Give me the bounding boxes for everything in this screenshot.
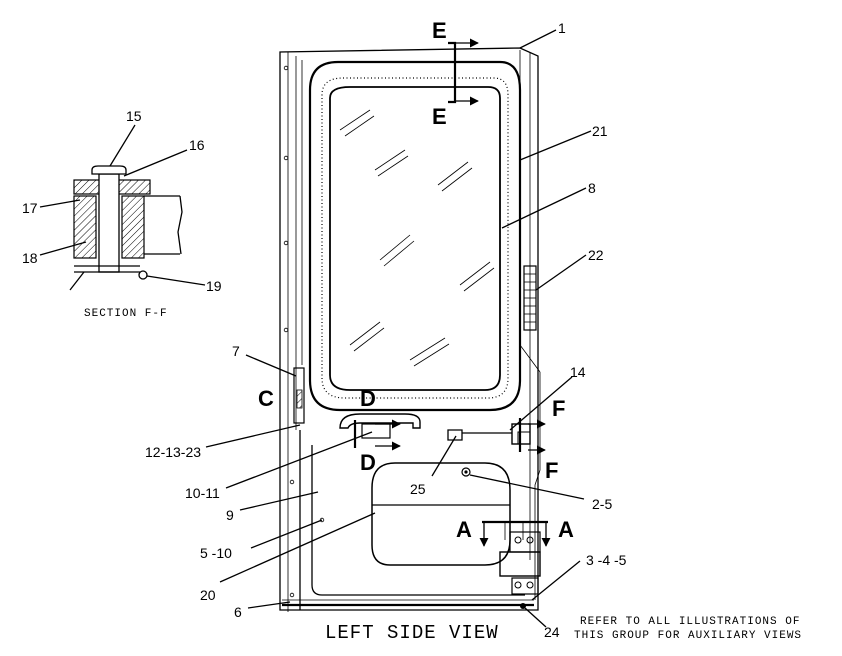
callout-8: 8	[588, 180, 596, 196]
callout-6: 6	[234, 604, 242, 620]
section-label-f-bottom: F	[545, 458, 558, 483]
section-label-a-right: A	[558, 517, 574, 542]
section-label-f-top: F	[552, 396, 565, 421]
callout-7: 7	[232, 343, 240, 359]
section-caption: SECTION F-F	[84, 308, 168, 320]
section-e-marker: E E	[432, 18, 479, 129]
callout-14: 14	[570, 364, 586, 380]
section-f-f-inset	[39, 124, 206, 291]
section-label-a-left: A	[456, 517, 472, 542]
callouts: 1 21 8 22 14 7 12-13-23 10-11 9 25 2-5 5…	[145, 20, 627, 640]
leader-lines	[205, 29, 592, 628]
callout-25: 25	[410, 481, 426, 497]
section-label-d-top: D	[360, 386, 376, 411]
inset-callouts: 15 16 17 18 19 SECTION F-F	[22, 108, 222, 320]
note-line-2: THIS GROUP FOR AUXILIARY VIEWS	[574, 630, 802, 642]
lower-panel	[371, 462, 511, 566]
edge-bolts	[283, 65, 325, 598]
callout-3-4-5: 3 -4 -5	[586, 552, 627, 568]
callout-21: 21	[592, 123, 608, 139]
callout-18: 18	[22, 250, 38, 266]
callout-19: 19	[206, 278, 222, 294]
lock-assembly	[499, 531, 541, 609]
section-f-marker: F F	[518, 396, 565, 483]
section-label-d-bottom: D	[360, 450, 376, 475]
hinge-part	[293, 367, 305, 424]
callout-16: 16	[189, 137, 205, 153]
callout-24: 24	[544, 624, 560, 640]
section-label-c: C	[258, 386, 274, 411]
door-frame	[279, 47, 541, 612]
callout-15: 15	[126, 108, 142, 124]
callout-17: 17	[22, 200, 38, 216]
window-glass	[308, 60, 522, 412]
door-handle	[339, 413, 421, 439]
callout-12-13-23: 12-13-23	[145, 444, 201, 460]
seal-strip	[523, 265, 537, 331]
section-label-e-bottom: E	[432, 104, 447, 129]
section-d-marker: D D	[353, 386, 401, 475]
view-caption: LEFT SIDE VIEW	[325, 622, 499, 644]
callout-1: 1	[558, 20, 566, 36]
callout-2-5: 2-5	[592, 496, 612, 512]
note-line-1: REFER TO ALL ILLUSTRATIONS OF	[580, 616, 800, 628]
callout-9: 9	[226, 507, 234, 523]
callout-10-11: 10-11	[185, 485, 220, 501]
callout-22: 22	[588, 247, 604, 263]
latch-assembly	[447, 423, 531, 445]
section-label-e-top: E	[432, 18, 447, 43]
section-a-marker: A A	[456, 517, 574, 547]
callout-20: 20	[200, 587, 216, 603]
callout-5-10: 5 -10	[200, 545, 232, 561]
